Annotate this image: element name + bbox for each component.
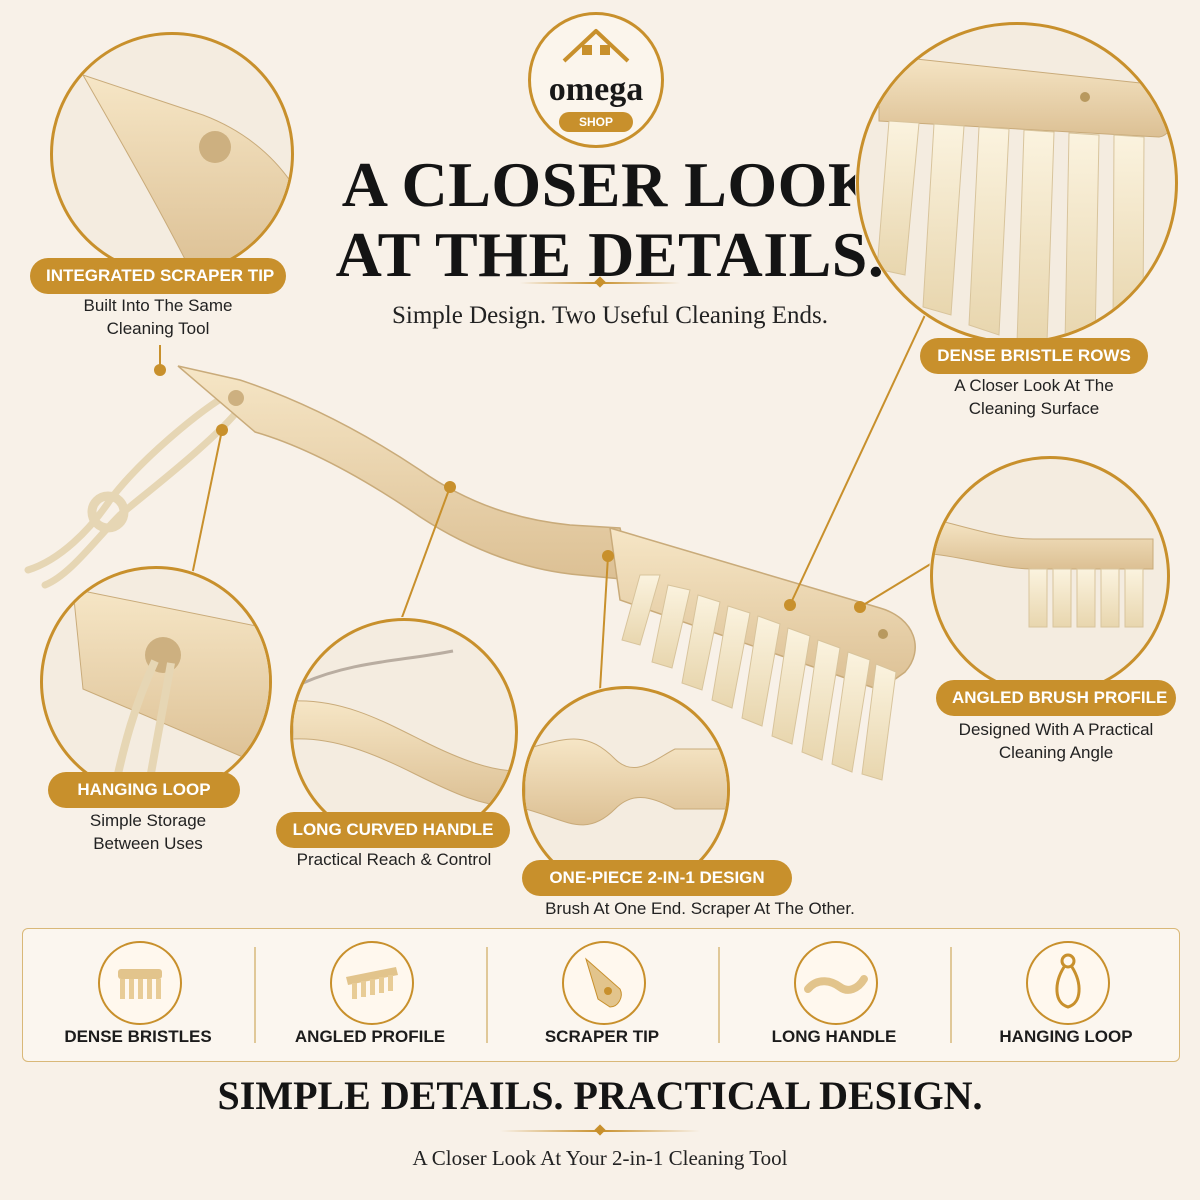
hanging-hole bbox=[878, 629, 888, 639]
angled-profile-closeup bbox=[933, 518, 1154, 628]
hanging-loop-circle bbox=[40, 566, 272, 798]
callout-hanging-loop-title: HANGING LOOP bbox=[48, 772, 240, 808]
feature-separator bbox=[486, 947, 488, 1043]
callout-hanging-loop-desc: Simple Storage Between Uses bbox=[48, 809, 248, 855]
callout-one-piece-title: ONE-PIECE 2-IN-1 DESIGN bbox=[522, 860, 792, 896]
feature-strip: DENSE BRISTLES ANGLED PROFILE SCRAPER TI… bbox=[22, 928, 1180, 1062]
page-subtitle: Simple Design. Two Useful Cleaning Ends. bbox=[392, 302, 828, 329]
callout-angled-profile-title: ANGLED BRUSH PROFILE bbox=[936, 680, 1176, 716]
curved-handle-circle bbox=[290, 618, 518, 846]
page-title: A CLOSER LOOK AT THE DETAILS. bbox=[300, 150, 920, 290]
bristle-rows-closeup bbox=[876, 54, 1175, 341]
scraper-tip-icon bbox=[562, 941, 646, 1025]
callout-angled-profile-desc: Designed With A Practical Cleaning Angle bbox=[930, 718, 1182, 764]
brush-bristles bbox=[621, 574, 897, 781]
bristle-rows-circle bbox=[856, 22, 1178, 344]
one-piece-closeup bbox=[525, 738, 727, 826]
feature-long-handle: LONG HANDLE bbox=[719, 929, 949, 1061]
title-line-2: AT THE DETAILS. bbox=[335, 219, 885, 290]
scraper-hole bbox=[228, 390, 244, 406]
callout-bristle-rows-desc: A Closer Look At The Cleaning Surface bbox=[906, 374, 1162, 420]
callout-scraper-tip-desc: Built Into The Same Cleaning Tool bbox=[30, 294, 286, 340]
callout-angled-profile-desc-2: Cleaning Angle bbox=[998, 743, 1114, 762]
hanging-loop-closeup bbox=[72, 588, 269, 795]
feature-label: HANGING LOOP bbox=[999, 1027, 1133, 1046]
callout-bristle-rows-desc-2: Cleaning Surface bbox=[968, 399, 1100, 418]
feature-separator bbox=[254, 947, 256, 1043]
feature-label: LONG HANDLE bbox=[771, 1027, 897, 1046]
footer-subtitle: A Closer Look At Your 2-in-1 Cleaning To… bbox=[412, 1146, 788, 1170]
callout-scraper-tip-desc-2: Cleaning Tool bbox=[106, 319, 210, 338]
feature-dense-bristles: DENSE BRISTLES bbox=[23, 929, 253, 1061]
brand-sub-label: SHOP bbox=[578, 115, 613, 129]
callout-bristle-rows-title: DENSE BRISTLE ROWS bbox=[920, 338, 1148, 374]
scraper-tip-circle bbox=[50, 32, 294, 276]
rope-loop bbox=[24, 388, 244, 589]
callout-bristle-rows-desc-1: A Closer Look At The bbox=[954, 376, 1114, 395]
handle-icon bbox=[794, 941, 878, 1025]
scraper-tip-closeup bbox=[81, 74, 291, 273]
brush-handle bbox=[177, 365, 633, 581]
angled-brush-icon bbox=[330, 941, 414, 1025]
brand-sub: SHOP bbox=[559, 112, 633, 132]
callout-scraper-tip-title: INTEGRATED SCRAPER TIP bbox=[30, 258, 286, 294]
brand-logo: omega SHOP bbox=[528, 12, 664, 148]
callout-one-piece-desc: Brush At One End. Scraper At The Other. bbox=[545, 899, 855, 918]
house-icon bbox=[562, 29, 630, 63]
feature-separator bbox=[950, 947, 952, 1043]
feature-hanging-loop: HANGING LOOP bbox=[951, 929, 1181, 1061]
feature-label: ANGLED PROFILE bbox=[294, 1027, 446, 1046]
callout-hanging-loop-desc-1: Simple Storage bbox=[89, 811, 207, 830]
callout-angled-profile-desc-1: Designed With A Practical bbox=[958, 720, 1154, 739]
feature-separator bbox=[718, 947, 720, 1043]
footer-title: SIMPLE DETAILS. PRACTICAL DESIGN. bbox=[217, 1073, 983, 1118]
callout-curved-handle-title: LONG CURVED HANDLE bbox=[276, 812, 510, 848]
angled-profile-circle bbox=[930, 456, 1170, 696]
callout-scraper-tip-desc-1: Built Into The Same bbox=[83, 296, 233, 315]
callout-curved-handle-desc: Practical Reach & Control bbox=[296, 850, 492, 869]
brand-name: omega bbox=[548, 71, 644, 108]
callout-hanging-loop-desc-2: Between Uses bbox=[93, 834, 203, 853]
loop-icon bbox=[1026, 941, 1110, 1025]
feature-label: SCRAPER TIP bbox=[544, 1027, 660, 1046]
curved-handle-closeup bbox=[293, 649, 515, 808]
feature-scraper-tip: SCRAPER TIP bbox=[487, 929, 717, 1061]
feature-angled-profile: ANGLED PROFILE bbox=[255, 929, 485, 1061]
bristles-icon bbox=[98, 941, 182, 1025]
feature-label: DENSE BRISTLES bbox=[64, 1027, 212, 1046]
title-line-1: A CLOSER LOOK bbox=[341, 149, 879, 220]
